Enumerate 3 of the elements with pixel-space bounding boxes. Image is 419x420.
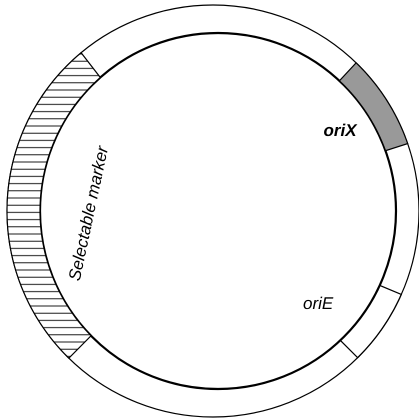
segment-label: Selectable marker [65,144,111,282]
segment-label: oriE [303,294,334,312]
segment-label: oriX [324,122,357,138]
